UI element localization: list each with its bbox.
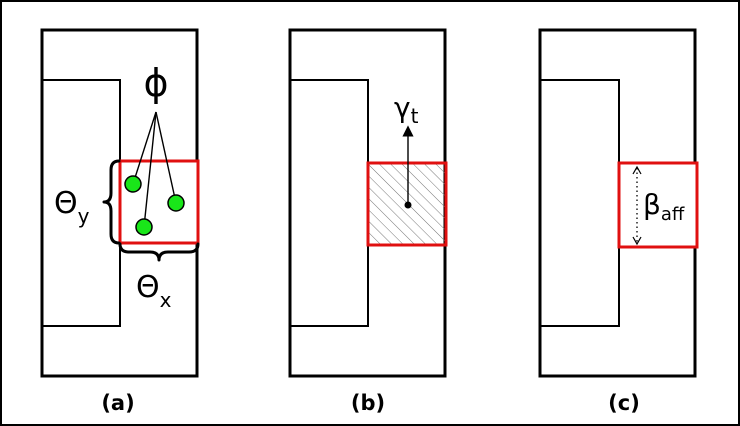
- phi-connector-lines: [132, 111, 177, 228]
- beta-label: βaff: [643, 188, 685, 225]
- panel-b: γt (b): [288, 28, 448, 415]
- theta-x-label: Θx: [136, 270, 172, 312]
- panel-c: βaff (c): [538, 28, 699, 415]
- panel-c-caption: (c): [608, 391, 640, 415]
- phi-symbol: ϕ: [143, 61, 168, 105]
- feature-point: [124, 175, 142, 193]
- panel-c-roi: [617, 161, 699, 249]
- panel-b-notch: [290, 79, 369, 327]
- panel-a-caption: (a): [101, 391, 134, 415]
- feature-point: [135, 218, 153, 236]
- theta-x-brace: [118, 242, 200, 262]
- theta-y-brace: [102, 159, 121, 245]
- gamma-label: γt: [394, 91, 419, 128]
- beta-arrow-top: [632, 165, 642, 175]
- beta-arrow-bottom: [632, 236, 642, 246]
- panel-b-caption: (b): [351, 391, 385, 415]
- theta-y-label: Θy: [54, 186, 90, 228]
- panel-a-roi: [118, 159, 200, 245]
- panel-c-notch: [540, 79, 620, 327]
- panel-a: ϕ Θy Θx (a): [40, 28, 200, 415]
- feature-point: [167, 194, 185, 212]
